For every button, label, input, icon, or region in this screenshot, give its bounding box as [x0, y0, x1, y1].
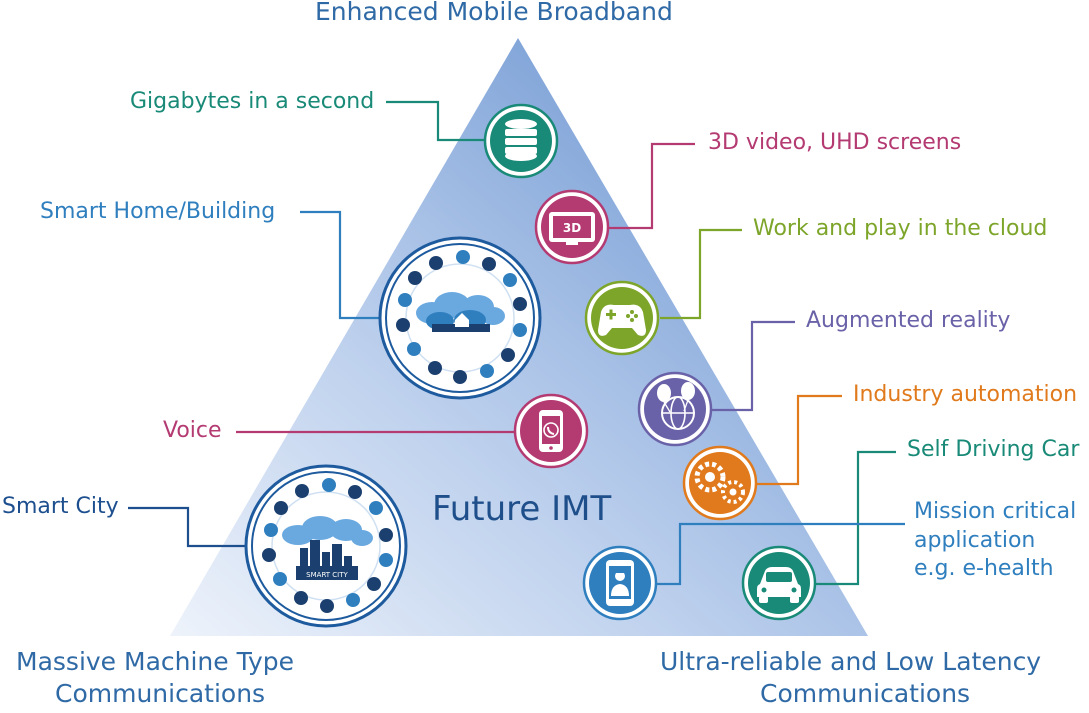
- gears-icon: [682, 445, 758, 521]
- connector-cloud: [660, 228, 742, 320]
- corner-bottom-right-line1: Ultra-reliable and Low Latency: [660, 647, 1042, 676]
- connector-industry: [756, 394, 842, 486]
- corner-bottom-right-line2: Communications: [760, 679, 971, 708]
- connector-ar: [712, 320, 795, 412]
- car-icon: [741, 545, 817, 621]
- corner-top-label: Enhanced Mobile Broadband: [315, 0, 673, 26]
- label-smart-home: Smart Home/Building: [40, 199, 276, 224]
- connector-smart-home: [300, 210, 383, 320]
- smart-city-icon: SMART CITY: [244, 464, 408, 628]
- smart-home-icon: [378, 236, 542, 400]
- globe-balloons-icon: [637, 371, 713, 447]
- tv-3d-icon: 3D: [534, 189, 610, 265]
- doctor-phone-icon: [582, 545, 658, 621]
- gamepad-icon: [584, 280, 660, 356]
- database-icon: [483, 103, 559, 179]
- connector-self-driving: [816, 450, 896, 586]
- tv-3d-label: 3D: [563, 221, 581, 235]
- label-cloud: Work and play in the cloud: [753, 216, 1048, 241]
- corner-bottom-left-line2: Communications: [55, 679, 266, 708]
- label-mission-line1: Mission critical: [914, 499, 1077, 524]
- label-smart-city: Smart City: [2, 494, 119, 519]
- center-title: Future IMT: [432, 489, 612, 529]
- connector-gigabytes: [386, 100, 486, 142]
- label-gigabytes: Gigabytes in a second: [130, 89, 375, 114]
- connector-smart-city: [128, 506, 247, 548]
- label-mission-line3: e.g. e-health: [914, 556, 1054, 581]
- label-augmented-reality: Augmented reality: [806, 308, 1011, 333]
- label-self-driving: Self Driving Car: [907, 437, 1080, 462]
- smart-city-caption: SMART CITY: [306, 571, 348, 579]
- label-mission-line2: application: [914, 528, 1036, 553]
- corner-bottom-left-line1: Massive Machine Type: [16, 647, 295, 676]
- smartphone-icon: [513, 393, 589, 469]
- connector-video: [600, 142, 695, 230]
- label-voice: Voice: [163, 418, 222, 443]
- label-industry-automation: Industry automation: [853, 382, 1078, 407]
- label-3d-video: 3D video, UHD screens: [708, 130, 962, 155]
- connector-mission: [656, 522, 905, 586]
